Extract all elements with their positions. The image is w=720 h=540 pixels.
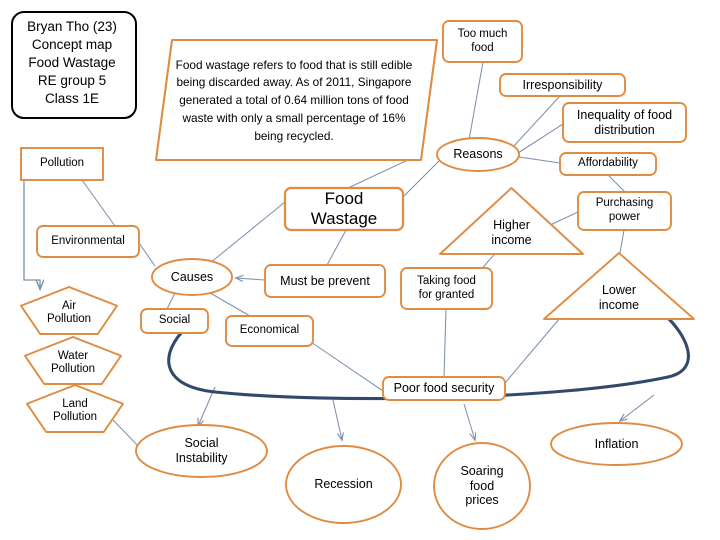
connector-economical-to-poor_food_sec bbox=[307, 339, 384, 392]
definition-note-shape bbox=[154, 38, 439, 162]
connector-purchasing-to-higher_income bbox=[547, 211, 579, 227]
node-shape-reasons[interactable] bbox=[436, 137, 520, 172]
connector-reasons-to-affordability bbox=[518, 156, 561, 164]
connector-causes-to-social bbox=[166, 292, 176, 310]
connector-thick_curve-to-inflation bbox=[620, 394, 655, 421]
node-shape-taking_granted[interactable] bbox=[400, 267, 493, 310]
node-shape-social[interactable] bbox=[140, 308, 209, 334]
node-shape-higher_income[interactable] bbox=[439, 187, 584, 255]
connector-food_wastage-to-reasons bbox=[402, 159, 441, 198]
node-shape-must_prevent[interactable] bbox=[264, 264, 386, 298]
connector-definition_note-to-food_wastage bbox=[347, 157, 413, 189]
connector-layer bbox=[23, 61, 655, 449]
node-shape-poor_food_sec[interactable] bbox=[382, 376, 506, 401]
node-shape-too_much_food[interactable] bbox=[442, 20, 523, 63]
connector-thick_curve-to-recession bbox=[332, 399, 342, 440]
connector-reasons-to-too_much_food bbox=[468, 61, 484, 141]
node-shape-irresponsibility[interactable] bbox=[499, 73, 626, 97]
connector-food_wastage-to-causes bbox=[209, 201, 286, 264]
node-shape-causes[interactable] bbox=[151, 258, 233, 296]
connector-taking_granted-to-poor_food_sec bbox=[443, 308, 447, 378]
connector-purchasing-to-lower_income bbox=[619, 229, 625, 254]
connector-reasons-to-irresponsibility bbox=[511, 95, 561, 149]
connector-thick_curve-to-social_instab bbox=[198, 386, 216, 426]
connector-affordability-to-purchasing bbox=[607, 174, 626, 193]
node-shape-affordability[interactable] bbox=[559, 152, 657, 176]
connector-food_wastage-to-must_prevent bbox=[326, 229, 347, 266]
connector-lower_income-to-poor_food_sec bbox=[504, 317, 561, 384]
connector-environmental-to-causes bbox=[138, 242, 156, 267]
node-shape-economical[interactable] bbox=[225, 315, 314, 347]
node-shape-lower_income[interactable] bbox=[543, 252, 695, 320]
title-card bbox=[11, 11, 137, 119]
node-shape-food_wastage[interactable] bbox=[283, 186, 405, 232]
node-shape-land_pollution[interactable] bbox=[26, 384, 124, 433]
node-shape-inequality[interactable] bbox=[562, 102, 687, 143]
connector-must_prevent-to-causes bbox=[236, 278, 266, 280]
node-shape-water_pollution[interactable] bbox=[24, 336, 122, 385]
connector-land_pollution-to-social_instab bbox=[112, 419, 141, 449]
node-shape-recession[interactable] bbox=[285, 445, 402, 524]
connector-causes-to-economical bbox=[204, 289, 251, 317]
node-shape-social_instab[interactable] bbox=[135, 424, 268, 478]
connector-poor_food_sec-to-soaring_prices bbox=[463, 403, 475, 440]
node-shape-layer bbox=[20, 20, 695, 530]
node-shape-inflation[interactable] bbox=[550, 422, 683, 466]
node-shape-air_pollution[interactable] bbox=[20, 286, 118, 335]
connector-reasons-to-inequality bbox=[517, 123, 564, 154]
node-shape-soaring_prices[interactable] bbox=[433, 442, 531, 530]
node-shape-environmental[interactable] bbox=[36, 225, 140, 258]
connector-pollution-to-environmental bbox=[81, 179, 116, 227]
node-shape-purchasing[interactable] bbox=[577, 191, 672, 231]
node-shape-pollution[interactable] bbox=[20, 147, 104, 181]
connector-pollution-to-air_pollution bbox=[23, 180, 40, 289]
